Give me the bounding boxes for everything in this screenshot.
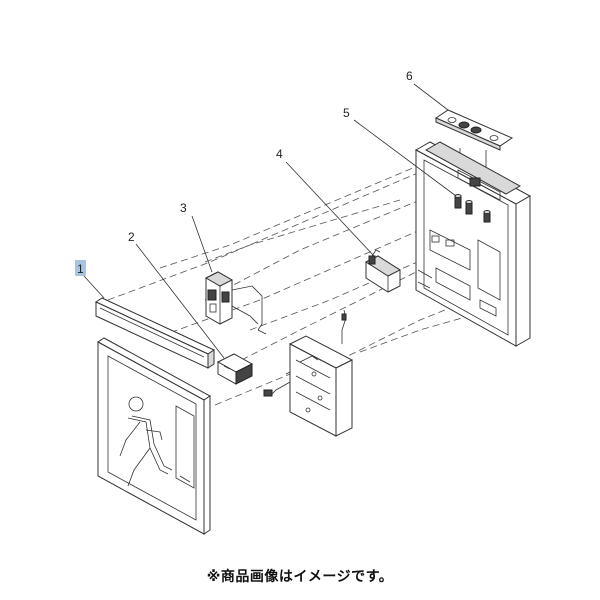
callout-1-highlight xyxy=(75,260,86,276)
image-disclaimer-caption: ※商品画像はイメージです。 xyxy=(206,569,394,585)
part-3-socket-unit xyxy=(204,271,267,335)
callout-label-3: 3 xyxy=(180,201,187,215)
rear-housing-case xyxy=(414,141,532,347)
part-6-mounting-plate xyxy=(434,109,514,176)
part-1-front-bar xyxy=(94,297,216,369)
front-exit-sign-panel xyxy=(97,337,211,535)
part-5-terminal-connectors xyxy=(454,194,491,223)
callout-label-4: 4 xyxy=(276,147,283,161)
power-supply-board xyxy=(263,309,354,437)
part-4-battery-pack xyxy=(364,249,402,293)
assembly-guide-lines xyxy=(107,164,491,406)
callout-label-6: 6 xyxy=(406,69,413,83)
callout-label-1: 1 xyxy=(77,262,84,276)
part-2-control-module xyxy=(216,353,254,385)
running-man-icon xyxy=(119,396,173,487)
callout-labels: 1 2 3 4 5 6 xyxy=(75,69,413,276)
callout-label-5: 5 xyxy=(343,106,350,120)
exit-door-icon xyxy=(175,405,195,489)
callout-leader-lines xyxy=(83,83,457,359)
callout-label-2: 2 xyxy=(128,230,135,244)
